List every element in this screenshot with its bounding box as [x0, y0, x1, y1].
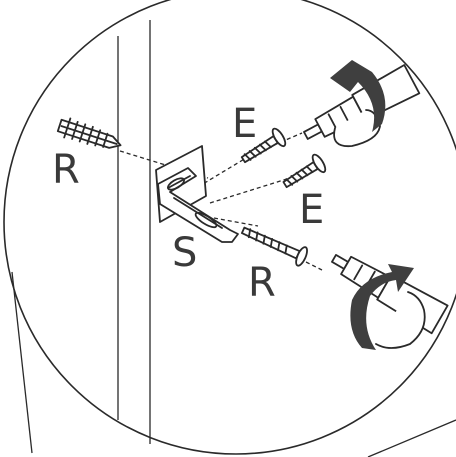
label-screw-upper: E	[232, 101, 257, 147]
screwdriver-icon	[326, 245, 448, 334]
label-screw-middle: E	[299, 187, 324, 233]
pointer-line-right	[368, 420, 456, 457]
pointer-line-left	[12, 272, 32, 453]
label-bracket: S	[172, 230, 197, 276]
detail-circle	[4, 0, 456, 454]
angle-bracket-icon	[156, 146, 238, 242]
wall-panel	[118, 20, 150, 444]
label-screw-lower: R	[248, 260, 276, 306]
label-anchor-left: R	[52, 147, 80, 193]
